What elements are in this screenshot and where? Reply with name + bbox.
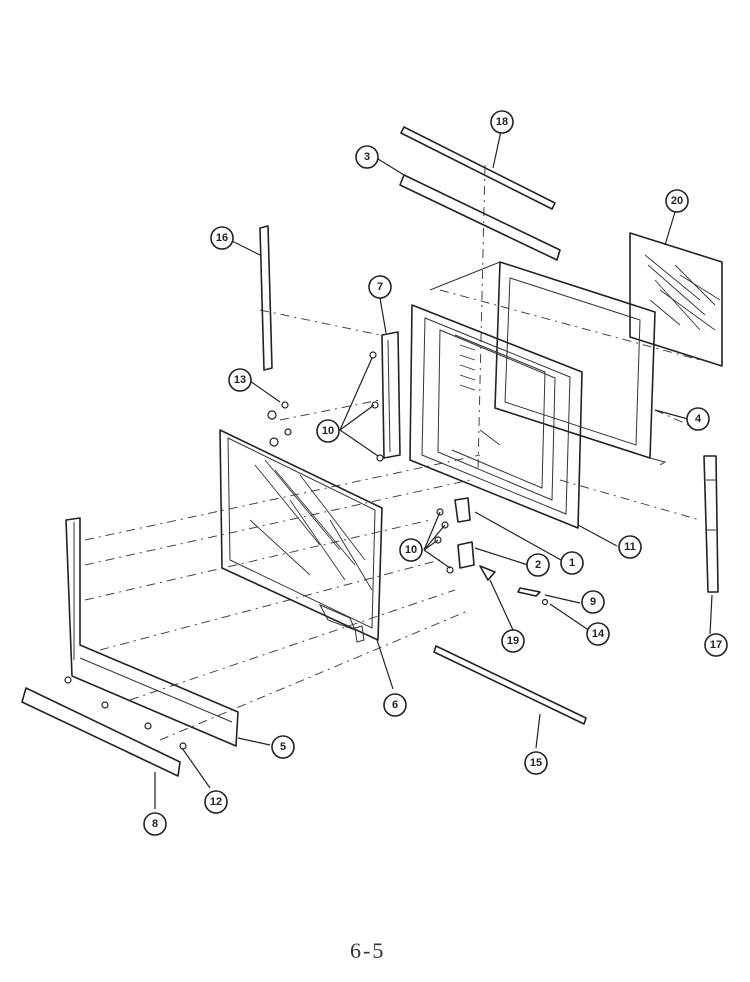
callout-10-upper: 10: [316, 419, 340, 443]
callout-9: 9: [581, 590, 605, 614]
callout-1: 1: [560, 551, 584, 575]
callout-15: 15: [524, 751, 548, 775]
svg-text:1: 1: [569, 557, 575, 569]
svg-text:11: 11: [624, 541, 636, 553]
leader-lines: [154, 130, 713, 809]
svg-text:10: 10: [322, 425, 334, 437]
svg-text:19: 19: [507, 635, 519, 647]
svg-text:3: 3: [364, 151, 370, 163]
callout-2: 2: [526, 553, 550, 577]
svg-text:10: 10: [405, 544, 417, 556]
door-liner-frame-part-11: [409, 304, 583, 529]
svg-text:16: 16: [216, 232, 228, 244]
callout-11: 11: [618, 535, 642, 559]
svg-text:20: 20: [671, 195, 683, 207]
svg-text:8: 8: [152, 818, 158, 830]
callout-17: 17: [704, 633, 728, 657]
callout-8: 8: [143, 812, 167, 836]
callout-14: 14: [586, 622, 610, 646]
callout-6: 6: [383, 693, 407, 717]
door-glass-panel-part-6: [219, 429, 383, 643]
page-label: 6-5: [350, 938, 386, 963]
callout-7: 7: [368, 275, 392, 299]
svg-text:6: 6: [392, 699, 398, 711]
hinge-hardware: [454, 497, 549, 606]
bottom-frame-rail-part-5: [65, 517, 239, 747]
callout-19: 19: [501, 629, 525, 653]
top-trim-strip-part-18: [400, 126, 556, 210]
assembly-centerlines: [84, 164, 701, 741]
insulation-strip-part-3: [399, 174, 561, 261]
callout-5: 5: [271, 735, 295, 759]
hinge-bracket-part-7: [381, 331, 401, 459]
right-side-trim-part-17: [703, 455, 719, 593]
kick-plate-part-8: [21, 687, 181, 777]
svg-text:5: 5: [280, 741, 286, 753]
svg-text:4: 4: [695, 413, 702, 425]
liner-mesh: [459, 344, 501, 446]
callout-16: 16: [210, 226, 234, 250]
svg-text:18: 18: [496, 116, 508, 128]
svg-text:14: 14: [592, 628, 605, 640]
screws: [64, 351, 454, 750]
callout-3: 3: [355, 145, 379, 169]
bottom-trim-part-15: [433, 645, 587, 725]
callout-18: 18: [490, 110, 514, 134]
callout-12: 12: [204, 790, 228, 814]
callout-10-lower: 10: [399, 538, 423, 562]
left-side-trim-part-16: [259, 225, 273, 371]
callout-13: 13: [228, 368, 252, 392]
inner-frame-panel-part-4: [429, 261, 667, 466]
svg-text:7: 7: [377, 281, 383, 293]
callout-4: 4: [686, 407, 710, 431]
svg-text:13: 13: [234, 374, 246, 386]
svg-text:15: 15: [530, 757, 542, 769]
outer-glass-panel-part-20: [629, 232, 723, 367]
svg-text:2: 2: [535, 559, 541, 571]
callout-20: 20: [665, 189, 689, 213]
svg-text:17: 17: [710, 639, 722, 651]
svg-text:9: 9: [590, 596, 596, 608]
svg-text:12: 12: [210, 796, 222, 808]
